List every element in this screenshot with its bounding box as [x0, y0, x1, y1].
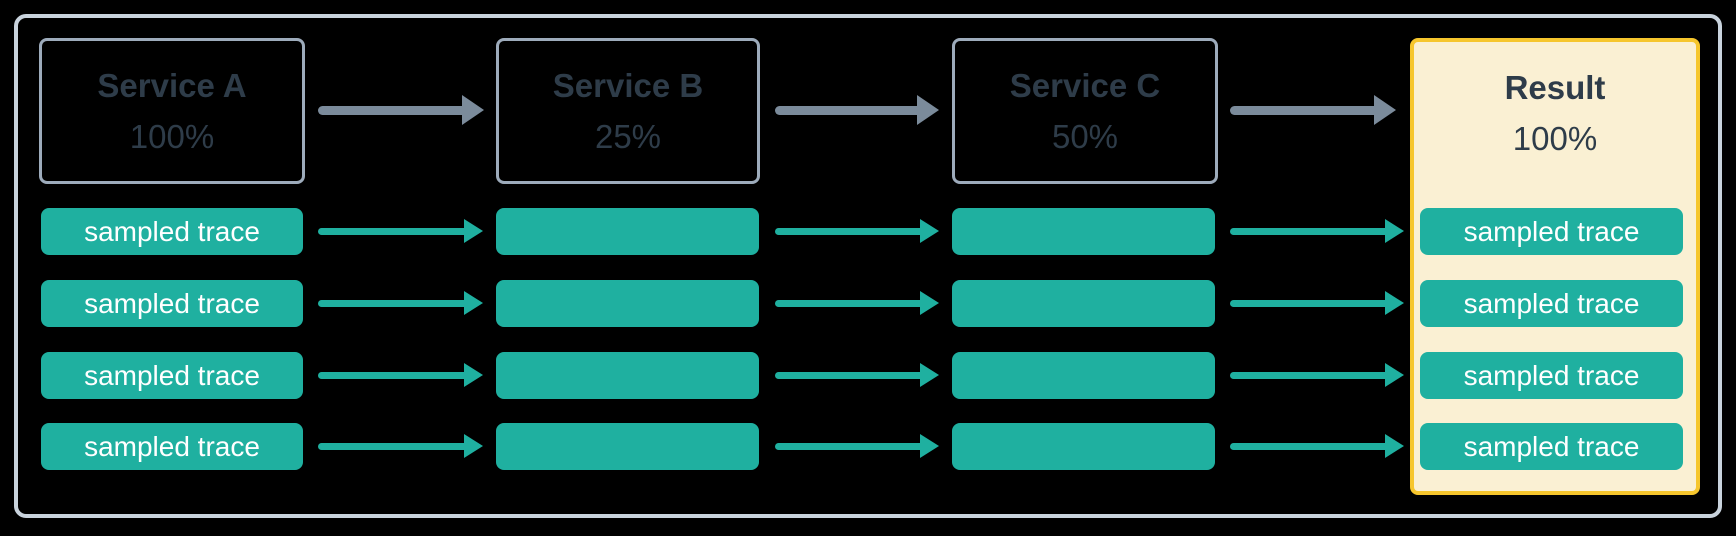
- arrow-shaft: [775, 442, 925, 450]
- arrow-head-icon: [1385, 434, 1404, 458]
- trace-bar-result-3: sampled trace: [1420, 352, 1683, 399]
- trace-bar-c-1: [952, 208, 1215, 255]
- arrow-shaft: [1230, 371, 1390, 379]
- result-header: Result 100%: [1414, 66, 1696, 161]
- trace-bar-a-1: sampled trace: [41, 208, 303, 255]
- trace-arrow-3-a-b: [318, 361, 483, 389]
- service-b-percent: 25%: [594, 117, 662, 155]
- diagram-frame: [14, 14, 1722, 518]
- arrow-shaft: [775, 105, 923, 115]
- service-b-title: Service B: [552, 66, 704, 104]
- flow-arrow-a-to-b: [318, 95, 484, 125]
- trace-bar-c-2: [952, 280, 1215, 327]
- arrow-shaft: [1230, 227, 1390, 235]
- arrow-shaft: [318, 227, 469, 235]
- service-a-title: Service A: [97, 66, 247, 104]
- trace-arrow-2-a-b: [318, 289, 483, 317]
- trace-arrow-1-c-result: [1230, 217, 1404, 245]
- trace-arrow-4-b-c: [775, 432, 939, 460]
- result-percent: 100%: [1512, 120, 1598, 157]
- arrow-head-icon: [464, 291, 483, 315]
- arrow-head-icon: [464, 363, 483, 387]
- trace-bar-b-2: [496, 280, 759, 327]
- arrow-head-icon: [917, 95, 939, 125]
- flow-arrow-c-to-result: [1230, 95, 1396, 125]
- arrow-head-icon: [920, 291, 939, 315]
- arrow-head-icon: [464, 219, 483, 243]
- arrow-shaft: [775, 227, 925, 235]
- trace-bar-result-4: sampled trace: [1420, 423, 1683, 470]
- trace-arrow-4-c-result: [1230, 432, 1404, 460]
- service-a-percent: 100%: [129, 117, 215, 155]
- arrow-head-icon: [920, 363, 939, 387]
- trace-bar-b-1: [496, 208, 759, 255]
- arrow-head-icon: [920, 219, 939, 243]
- service-b-box: Service B 25%: [496, 38, 760, 184]
- trace-arrow-4-a-b: [318, 432, 483, 460]
- arrow-shaft: [775, 371, 925, 379]
- trace-bar-a-3: sampled trace: [41, 352, 303, 399]
- arrow-head-icon: [1385, 219, 1404, 243]
- trace-arrow-2-b-c: [775, 289, 939, 317]
- arrow-shaft: [1230, 299, 1390, 307]
- trace-arrow-1-a-b: [318, 217, 483, 245]
- arrow-head-icon: [464, 434, 483, 458]
- arrow-shaft: [318, 442, 469, 450]
- trace-bar-c-3: [952, 352, 1215, 399]
- arrow-shaft: [775, 299, 925, 307]
- result-box: Result 100%: [1410, 38, 1700, 495]
- arrow-head-icon: [1385, 363, 1404, 387]
- trace-arrow-2-c-result: [1230, 289, 1404, 317]
- flow-arrow-b-to-c: [775, 95, 939, 125]
- trace-arrow-3-c-result: [1230, 361, 1404, 389]
- trace-bar-a-2: sampled trace: [41, 280, 303, 327]
- service-a-box: Service A 100%: [39, 38, 305, 184]
- trace-bar-result-2: sampled trace: [1420, 280, 1683, 327]
- service-c-box: Service C 50%: [952, 38, 1218, 184]
- arrow-head-icon: [920, 434, 939, 458]
- arrow-head-icon: [1385, 291, 1404, 315]
- trace-bar-a-4: sampled trace: [41, 423, 303, 470]
- arrow-shaft: [318, 299, 469, 307]
- service-c-title: Service C: [1009, 66, 1161, 104]
- result-title: Result: [1504, 69, 1606, 106]
- service-c-percent: 50%: [1051, 117, 1119, 155]
- trace-bar-c-4: [952, 423, 1215, 470]
- arrow-head-icon: [1374, 95, 1396, 125]
- arrow-shaft: [318, 105, 468, 115]
- trace-bar-b-4: [496, 423, 759, 470]
- arrow-shaft: [1230, 105, 1380, 115]
- arrow-shaft: [318, 371, 469, 379]
- trace-arrow-3-b-c: [775, 361, 939, 389]
- arrow-shaft: [1230, 442, 1390, 450]
- trace-bar-b-3: [496, 352, 759, 399]
- arrow-head-icon: [462, 95, 484, 125]
- trace-arrow-1-b-c: [775, 217, 939, 245]
- trace-bar-result-1: sampled trace: [1420, 208, 1683, 255]
